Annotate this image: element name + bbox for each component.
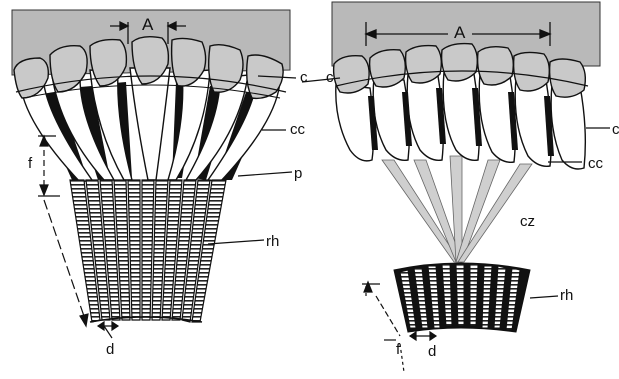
- left-rhabdoms: [70, 180, 226, 322]
- left-label-d: d: [106, 341, 114, 358]
- right-light-rays: [382, 156, 532, 262]
- left-label-f: f: [28, 155, 33, 172]
- superposition-eye-panel: A f d c c cc cz rh: [302, 2, 619, 372]
- right-dimension-d: [410, 332, 436, 340]
- left-label-cc: cc: [290, 121, 306, 138]
- right-rhabdoms: [394, 263, 530, 332]
- right-label-A: A: [454, 23, 466, 42]
- left-label-c: c: [300, 69, 308, 86]
- apposition-eye-panel: A f d c cc p rh: [12, 10, 308, 358]
- right-label-rh: rh: [560, 287, 573, 304]
- left-dimension-d: [98, 322, 118, 338]
- left-label-rh: rh: [266, 233, 279, 250]
- right-label-f: f: [396, 341, 401, 358]
- right-label-d: d: [428, 343, 436, 360]
- right-label-cc: cc: [588, 155, 604, 172]
- left-label-A: A: [142, 15, 154, 34]
- right-label-c-edge: c: [612, 121, 619, 138]
- right-label-cz: cz: [520, 213, 535, 230]
- left-label-p: p: [294, 165, 302, 182]
- right-label-c: c: [326, 69, 334, 86]
- right-dimension-f: [362, 282, 404, 372]
